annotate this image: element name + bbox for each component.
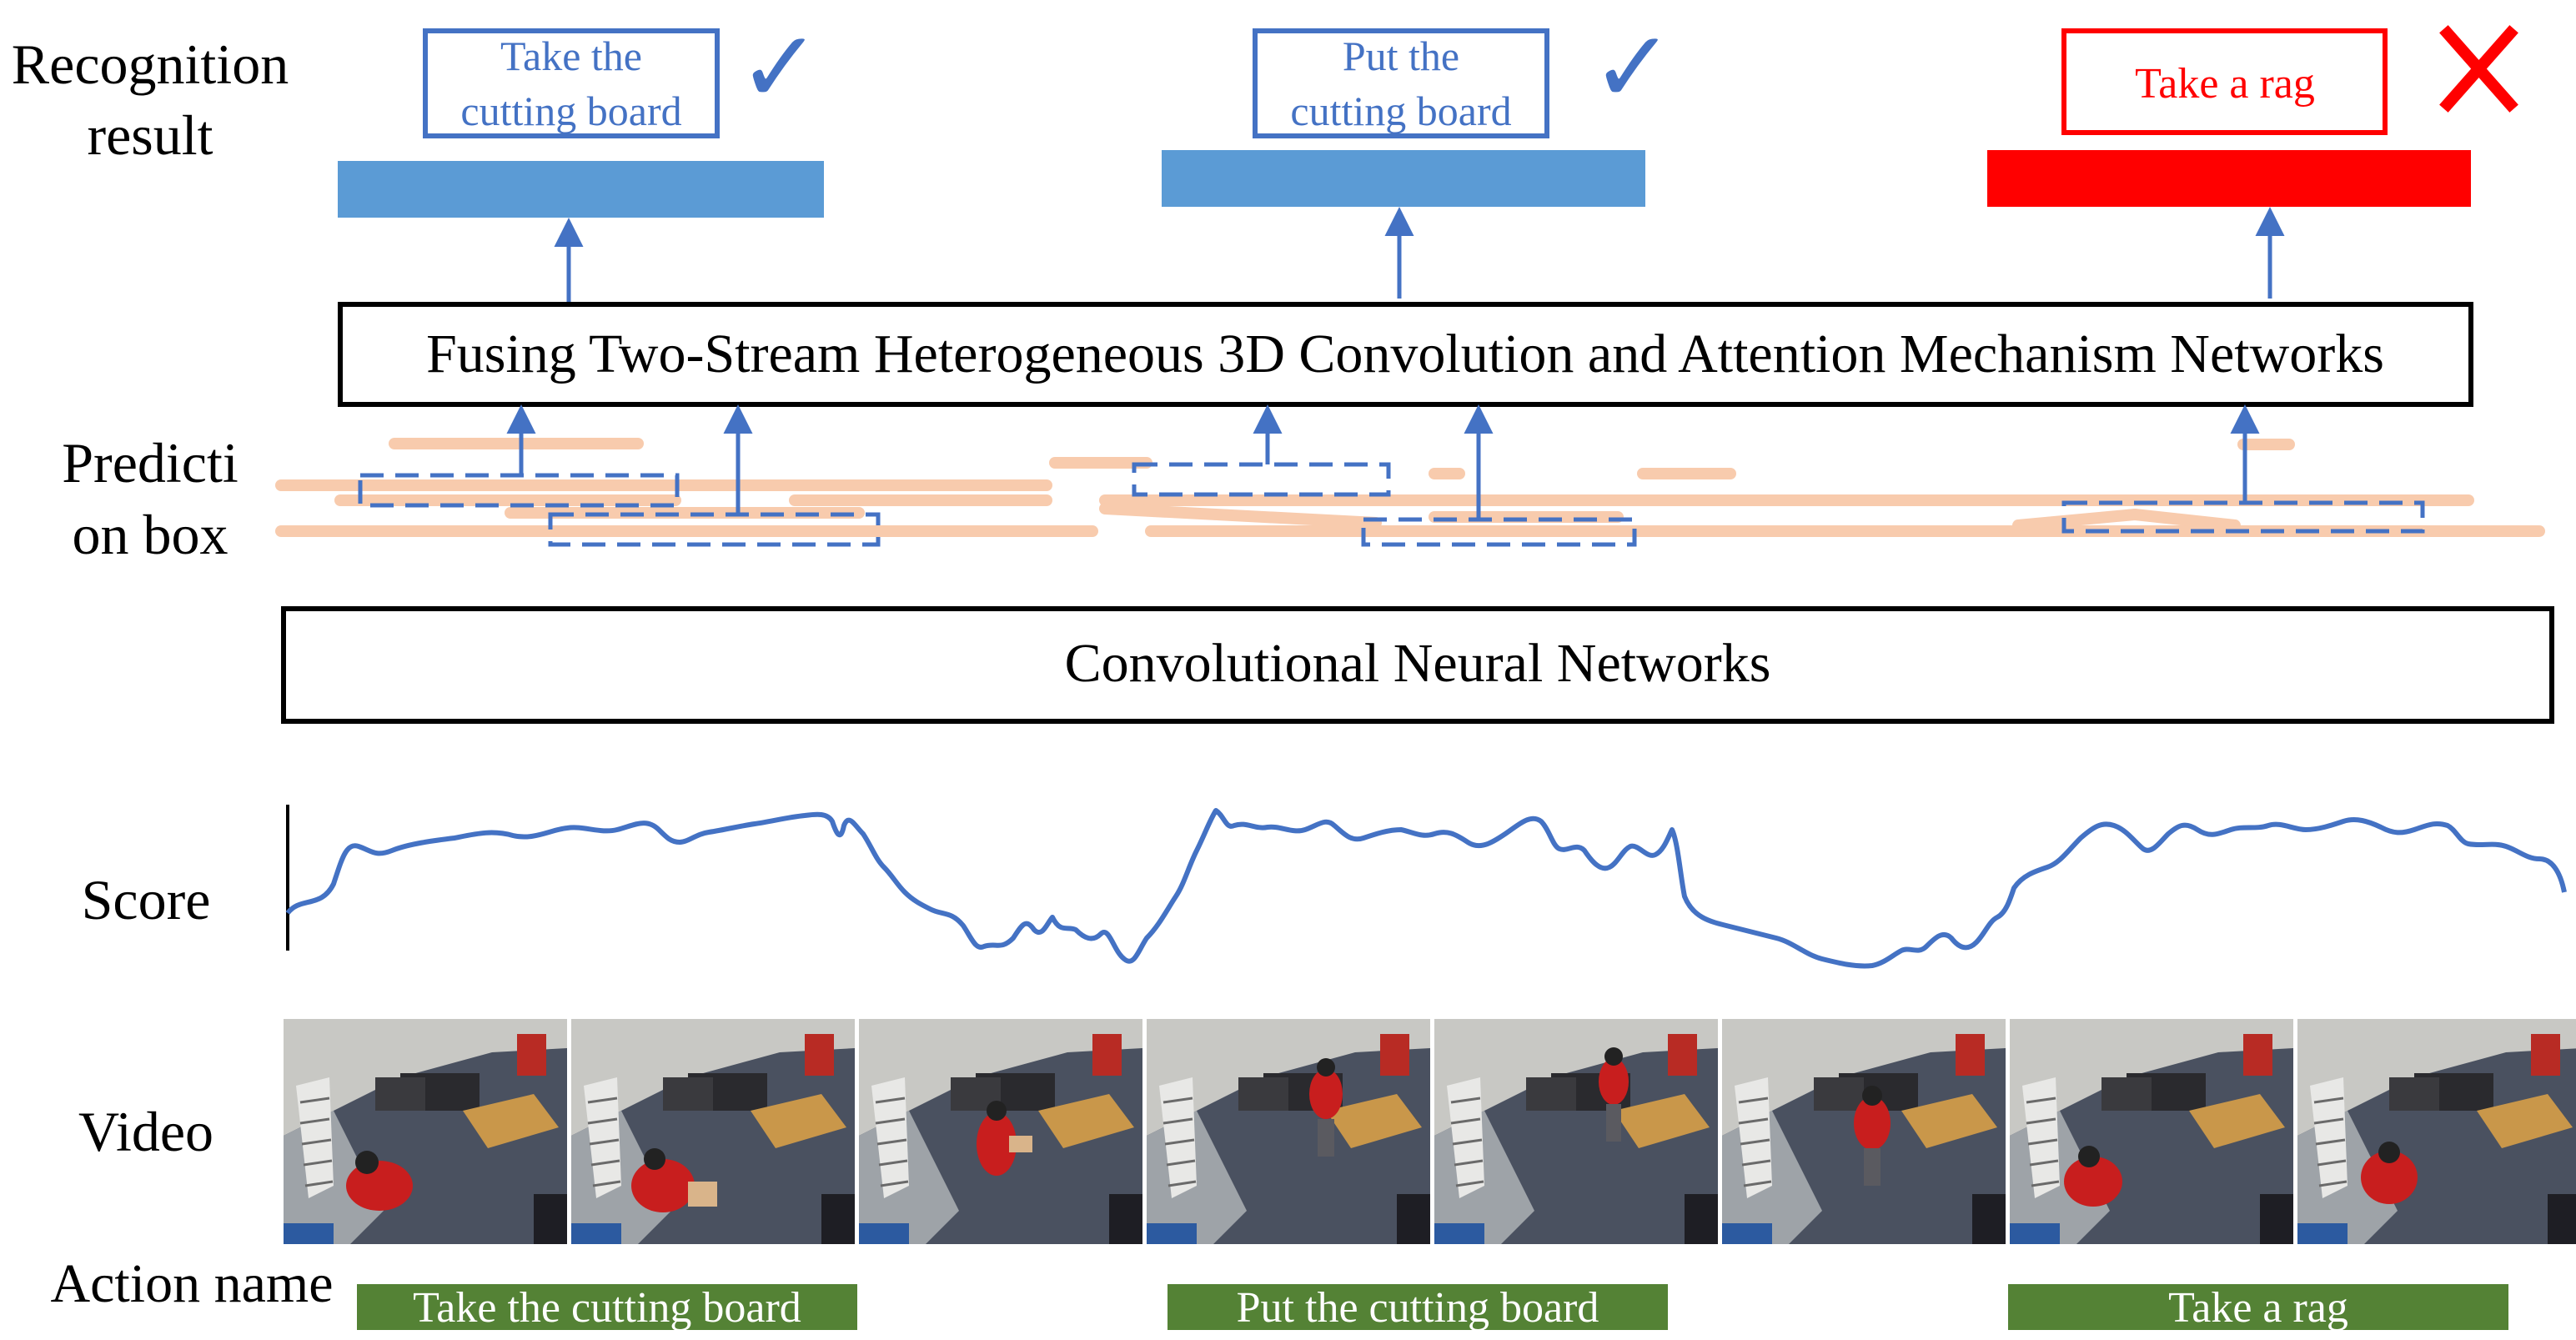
result-bar — [1987, 150, 2471, 207]
video-frame — [282, 1017, 569, 1246]
cnn-box: Convolutional Neural Networks — [281, 606, 2554, 724]
check-icon: ✓ — [1591, 10, 1675, 126]
cnn-label: Convolutional Neural Networks — [1065, 633, 1771, 694]
result-take-cutting-board: Take the cutting board ✓ — [338, 10, 824, 218]
result-label-line1: Put the — [1343, 33, 1459, 79]
score-label: Score — [82, 868, 211, 931]
recognition-label-line1: Recognition — [12, 33, 289, 96]
result-bar — [1162, 150, 1645, 207]
action-bar — [357, 1284, 857, 1330]
result-label-box — [2061, 28, 2388, 135]
prediction-box — [358, 473, 680, 508]
prediction-label-line1: Predicti — [62, 431, 239, 494]
prediction-box — [1132, 462, 1391, 497]
prediction-box — [1361, 517, 1637, 547]
action-bar-label: Put the cutting board — [1237, 1284, 1599, 1332]
video-label: Video — [78, 1100, 213, 1163]
video-strip — [282, 1017, 2576, 1246]
prediction-box — [548, 512, 881, 547]
fusion-network-box: Fusing Two-Stream Heterogeneous 3D Convo… — [338, 302, 2473, 407]
result-label-box — [423, 28, 720, 138]
result-take-a-rag: Take a rag — [1987, 25, 2518, 207]
fusion-network-label: Fusing Two-Stream Heterogeneous 3D Convo… — [426, 324, 2384, 384]
recognition-label-line2: result — [87, 103, 213, 167]
result-label-box — [1253, 28, 1549, 138]
video-frame — [857, 1017, 1144, 1246]
video-frame — [1145, 1017, 1432, 1246]
action-bar-label: Take the cutting board — [413, 1284, 801, 1332]
result-label-line1: Take the — [500, 33, 642, 79]
video-frame — [570, 1017, 856, 1246]
video-frame — [1433, 1017, 1720, 1246]
score-line — [285, 808, 2567, 969]
action-bars: Take the cutting board Put the cutting b… — [357, 1284, 2508, 1332]
video-frame — [1720, 1017, 2007, 1246]
check-icon: ✓ — [738, 10, 822, 126]
video-frame — [2296, 1017, 2576, 1246]
result-label-line1: Take a rag — [2135, 60, 2315, 108]
result-label-line2: cutting board — [460, 88, 681, 134]
result-bar — [338, 161, 824, 218]
action-bar-label: Take a rag — [2168, 1284, 2348, 1332]
action-bar — [2008, 1284, 2508, 1330]
arrow-up-icon — [506, 404, 2260, 519]
video-frame — [2008, 1017, 2295, 1246]
arrow-up-icon — [554, 207, 2285, 303]
cross-icon — [2439, 25, 2518, 113]
result-label-line2: cutting board — [1290, 88, 1511, 134]
action-bar — [1167, 1284, 1668, 1330]
score-plot — [285, 805, 2567, 969]
prediction-label-line2: on box — [73, 503, 228, 566]
action-name-label: Action name — [50, 1253, 333, 1314]
result-put-cutting-board: Put the cutting board ✓ — [1162, 10, 1675, 207]
